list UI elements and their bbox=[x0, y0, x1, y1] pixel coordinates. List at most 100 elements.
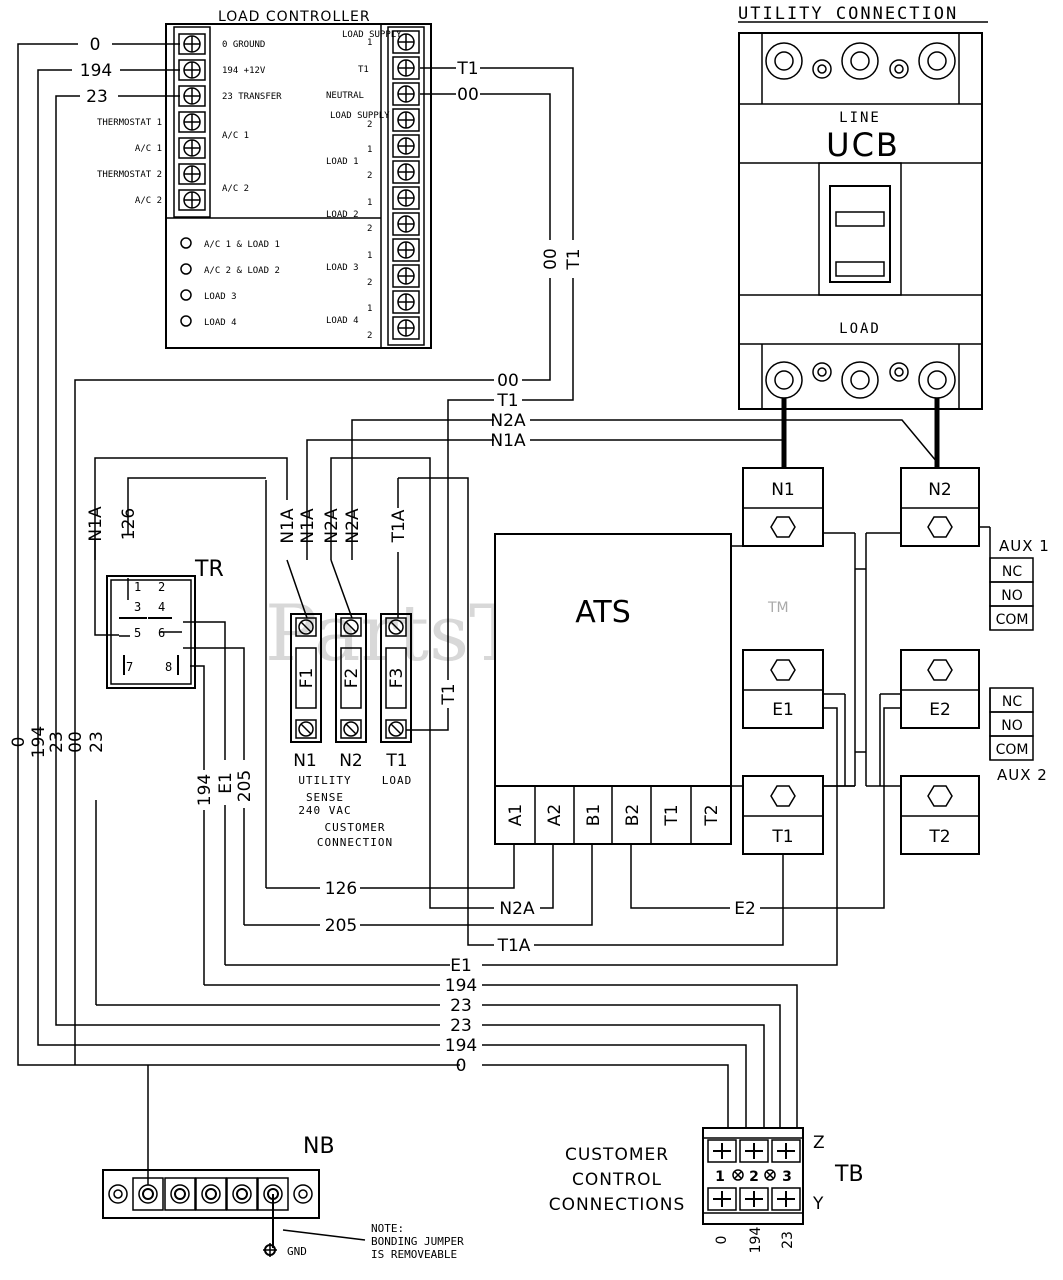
ats-bottom-terminals: A1 A2 B1 B2 T1 T2 bbox=[506, 804, 722, 827]
ats-term-t1: T1 bbox=[662, 804, 682, 826]
wire-label-n1a-mid: N1A bbox=[490, 431, 526, 451]
terminal-n1-label: N1 bbox=[771, 480, 795, 500]
lc-num-l1-1: 1 bbox=[367, 145, 372, 155]
terminal-e2-label: E2 bbox=[929, 700, 951, 720]
wire-label-00-mid: 00 bbox=[497, 371, 519, 391]
lc-load-2: LOAD 2 bbox=[326, 210, 359, 220]
wire-label-e1-relay: E1 bbox=[216, 772, 236, 794]
lc-thermostat-1: THERMOSTAT 1 bbox=[97, 118, 162, 128]
ucb-line-label: LINE bbox=[839, 110, 881, 126]
relay-label: TR bbox=[194, 557, 224, 582]
lc-term-23: 23 TRANSFER bbox=[222, 92, 282, 102]
wire-label-n1a-relay: N1A bbox=[86, 506, 106, 542]
ats-title: ATS bbox=[575, 595, 631, 630]
wire-label-23-bottom-a: 23 bbox=[450, 996, 472, 1016]
lc-num-l4-1: 1 bbox=[367, 304, 372, 314]
fuse-f2: F2 bbox=[342, 668, 362, 689]
fuse-n1-label: N1 bbox=[293, 751, 317, 771]
lc-num-l3-1: 1 bbox=[367, 251, 372, 261]
lc-ac-2-side: A/C 2 bbox=[135, 196, 162, 206]
lc-num-1a: 1 bbox=[367, 38, 372, 48]
lc-neutral: NEUTRAL bbox=[326, 91, 364, 101]
lc-num-l2-1: 1 bbox=[367, 198, 372, 208]
breaker-handle bbox=[829, 185, 891, 283]
watermark-tm: TM bbox=[767, 600, 789, 616]
right-terminal-screws bbox=[392, 30, 420, 340]
lc-thermostat-2: THERMOSTAT 2 bbox=[97, 170, 162, 180]
note-line-2: IS REMOVEABLE bbox=[371, 1248, 457, 1261]
wire-label-00-vert-left: 00 bbox=[66, 731, 86, 753]
terminal-n2 bbox=[900, 467, 980, 547]
tb-title-3: CONNECTIONS bbox=[549, 1195, 686, 1215]
lc-num-l3-2: 2 bbox=[367, 278, 372, 288]
lc-load-4: LOAD 4 bbox=[326, 316, 359, 326]
wire-label-126-relay: 126 bbox=[119, 508, 139, 540]
line-lugs bbox=[765, 42, 956, 80]
tb-term-2: 2 bbox=[749, 1169, 759, 1185]
wire-label-205-relay: 205 bbox=[235, 770, 255, 802]
wire-label-n1a-f1a: N1A bbox=[278, 508, 298, 544]
tb-wire-194: 194 bbox=[748, 1227, 764, 1254]
fuse-load: LOAD bbox=[382, 774, 413, 787]
wire-label-0-top: 0 bbox=[90, 35, 101, 55]
transfer-relay: TR 1 2 3 4 5 6 7 8 bbox=[106, 557, 224, 689]
ats-term-t2: T2 bbox=[702, 804, 722, 826]
lc-load-1: LOAD 1 bbox=[326, 157, 359, 167]
terminal-e1-label: E1 bbox=[772, 700, 794, 720]
ats-term-a2: A2 bbox=[545, 804, 565, 826]
aux1-label: AUX 1 bbox=[999, 537, 1050, 555]
wire-label-00-top: 00 bbox=[457, 85, 479, 105]
left-terminal-screws bbox=[178, 33, 206, 211]
wire-label-t1a-bottom: T1A bbox=[497, 936, 531, 956]
terminal-e2 bbox=[900, 649, 980, 729]
wire-label-126-bottom: 126 bbox=[325, 879, 357, 899]
terminal-t2 bbox=[900, 775, 980, 855]
lc-num-l4-2: 2 bbox=[367, 331, 372, 341]
ucb-load-label: LOAD bbox=[839, 321, 881, 337]
lc-t1: T1 bbox=[358, 65, 369, 75]
aux2-com: COM bbox=[996, 742, 1029, 758]
lc-term-0-ground: 0 GROUND bbox=[222, 40, 265, 50]
wire-label-t1-f3: T1 bbox=[439, 683, 459, 705]
wire-label-n2a-bottom: N2A bbox=[499, 899, 535, 919]
aux1-com: COM bbox=[996, 612, 1029, 628]
lc-load-supply-1: LOAD SUPPLY bbox=[342, 30, 402, 40]
ucb-label: UCB bbox=[826, 126, 900, 164]
wire-label-194-bottom-a: 194 bbox=[445, 976, 477, 996]
neutral-bar: NB GND NOTE: BONDING JUMPER IS REMOVEABL… bbox=[102, 1065, 464, 1261]
wire-label-23-top: 23 bbox=[86, 87, 108, 107]
fuse-utility: UTILITY bbox=[298, 774, 351, 787]
relay-pin-6: 6 bbox=[158, 626, 165, 640]
tb-term-3: 3 bbox=[782, 1169, 792, 1185]
tb-wire-23: 23 bbox=[780, 1231, 796, 1249]
terminal-t1 bbox=[742, 775, 824, 855]
wire-label-00-vert: 00 bbox=[541, 248, 561, 270]
terminal-t1-label: T1 bbox=[771, 827, 793, 847]
wire-label-n2a-mid: N2A bbox=[490, 411, 526, 431]
relay-pin-1: 1 bbox=[134, 580, 141, 594]
aux2-nc: NC bbox=[1002, 694, 1022, 710]
lc-term-194: 194 +12V bbox=[222, 66, 266, 76]
wire-label-t1-top: T1 bbox=[456, 59, 478, 79]
lc-ac-1-side: A/C 1 bbox=[135, 144, 162, 154]
load-controller: LOAD CONTROLLER 0 GROUND 194 +12V 23 TRA… bbox=[97, 9, 432, 349]
tb-title-1: CUSTOMER bbox=[565, 1145, 669, 1165]
lc-load-3: LOAD 3 bbox=[326, 263, 359, 273]
led-ac1-load1: A/C 1 & LOAD 1 bbox=[204, 240, 280, 250]
terminal-e1 bbox=[742, 649, 824, 729]
note-line-1: BONDING JUMPER bbox=[371, 1235, 464, 1248]
fuse-connection: CONNECTION bbox=[317, 836, 393, 849]
lc-num-2a: 2 bbox=[367, 120, 372, 130]
ats-term-a1: A1 bbox=[506, 804, 526, 826]
wires bbox=[17, 43, 938, 1128]
fuse-block: F1 F2 F3 N1 N2 T1 UTILITY LOAD SENSE 240… bbox=[290, 613, 413, 849]
wire-label-194-vert: 194 bbox=[29, 726, 49, 758]
aux1-no: NO bbox=[1001, 588, 1023, 604]
fuse-sense: SENSE bbox=[306, 791, 344, 804]
wire-label-n2a-f2b: N2A bbox=[343, 508, 363, 544]
tb-y: Y bbox=[812, 1194, 824, 1214]
wire-label-23-vert-2: 23 bbox=[87, 731, 107, 753]
utility-connection-title: UTILITY CONNECTION bbox=[738, 4, 958, 24]
wire-label-t1-mid: T1 bbox=[496, 391, 518, 411]
